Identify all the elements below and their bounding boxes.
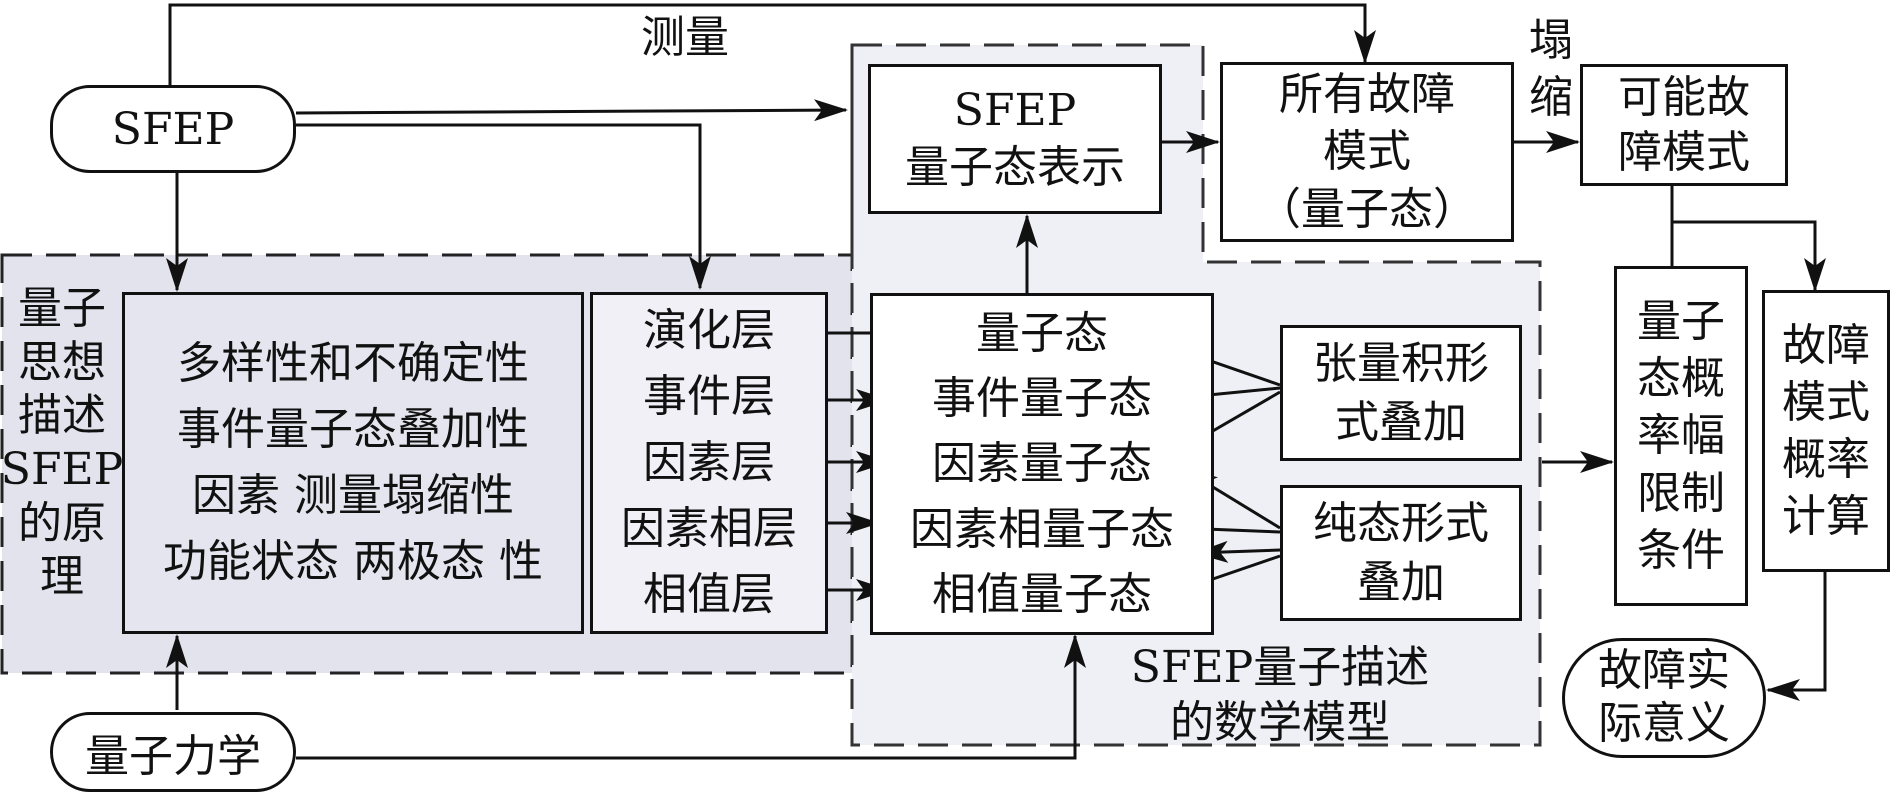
measure-label: 测量 [641,12,729,63]
principle-title-line: 量子 [18,283,106,334]
qm-to-states-arrow [296,634,1086,760]
quantum-states-box[interactable]: 量子态 事件量子态 因素量子态 因素相量子态 相值量子态 [870,293,1214,635]
possible-failure-modes-box[interactable]: 可能故 障模式 [1580,64,1788,186]
pure-line: 叠加 [1357,557,1445,608]
layer-item: 事件层 [643,371,775,422]
limits-line: 态概 [1637,353,1725,405]
limits-line: 限制 [1637,467,1725,519]
collapse-label-line: 缩 [1529,72,1573,124]
limits-line: 条件 [1637,524,1725,576]
layer-item: 因素层 [643,437,775,488]
sfep-node[interactable]: SFEP [50,85,296,173]
all-modes-line: 所有故障 [1279,69,1455,121]
sfep-to-layers-arrow [296,123,711,290]
collapse-label: 塌 缩 [1523,12,1579,126]
quantum-state-item: 量子态 [976,308,1108,360]
property-line: 因素 测量塌缩性 [192,470,514,521]
possible-modes-line: 障模式 [1618,127,1750,178]
possible-modes-line: 可能故 [1618,72,1750,123]
properties-box[interactable]: 多样性和不确定性 事件量子态叠加性 因素 测量塌缩性 功能状态 两极态 性 [122,292,584,634]
property-line: 功能状态 两极态 性 [163,536,543,587]
limits-line: 率幅 [1637,410,1725,462]
calc-line: 模式 [1782,376,1870,428]
all-modes-line: 模式 [1323,126,1411,178]
math-model-line: SFEP量子描述 [1130,642,1430,693]
quantum-state-item: 相值量子态 [932,568,1152,620]
calc-to-meaning-arrow [1766,572,1827,701]
calc-line: 计算 [1782,491,1870,543]
math-model-line: 的数学模型 [1170,697,1390,748]
principle-title-line: 思想 [18,336,106,388]
principle-title-line: 的原 [18,497,106,549]
pure-superposition-box[interactable]: 纯态形式 叠加 [1280,485,1522,621]
repr-line: 量子态表示 [905,142,1125,193]
principle-title-line: 理 [40,551,84,603]
repr-line: SFEP [953,84,1077,136]
collapse-label-line: 塌 [1529,15,1573,66]
quantum-state-item: 事件量子态 [932,373,1152,425]
principle-title-line: 描述 [18,390,106,442]
meaning-line: 际意义 [1598,698,1730,749]
calc-line: 故障 [1782,319,1870,371]
meaning-line: 故障实 [1598,645,1730,697]
tensor-line: 张量积形 [1313,337,1489,389]
all-modes-line: （量子态） [1257,183,1477,235]
quantum-state-item: 因素相量子态 [910,503,1174,555]
failure-prob-calc-box[interactable]: 故障 模式 概率 计算 [1762,290,1890,572]
tensor-superposition-box[interactable]: 张量积形 式叠加 [1280,325,1522,461]
failure-meaning-node[interactable]: 故障实 际意义 [1562,638,1766,758]
limits-line: 量子 [1637,296,1725,348]
sfep-node-label: SFEP [111,103,235,155]
layer-item: 演化层 [643,305,775,356]
sfep-state-repr-box[interactable]: SFEP 量子态表示 [868,64,1162,214]
prob-amplitude-limits-box[interactable]: 量子 态概 率幅 限制 条件 [1614,266,1748,606]
all-failure-modes-box[interactable]: 所有故障 模式 （量子态） [1220,62,1514,242]
quantum-mechanics-node[interactable]: 量子力学 [50,712,296,792]
quantum-state-item: 因素量子态 [932,438,1152,490]
property-line: 多样性和不确定性 [177,338,529,389]
principle-title: 量子 思想 描述 SFEP 的原 理 [1,282,123,604]
layer-item: 相值层 [643,569,775,620]
quantum-mechanics-label: 量子力学 [85,731,261,782]
property-line: 事件量子态叠加性 [177,404,529,455]
principle-title-line: SFEP [0,444,124,496]
measure-arrow [168,3,1376,85]
sfep-to-repr-arrow [295,99,848,122]
calc-line: 概率 [1782,434,1870,485]
layer-item: 因素相层 [621,503,797,554]
tensor-line: 式叠加 [1335,397,1467,448]
layers-box[interactable]: 演化层 事件层 因素层 因素相层 相值层 [590,292,828,634]
modes-to-calc-arrow [1672,220,1826,292]
pure-line: 纯态形式 [1313,497,1489,549]
math-model-caption: SFEP量子描述 的数学模型 [1115,640,1445,750]
